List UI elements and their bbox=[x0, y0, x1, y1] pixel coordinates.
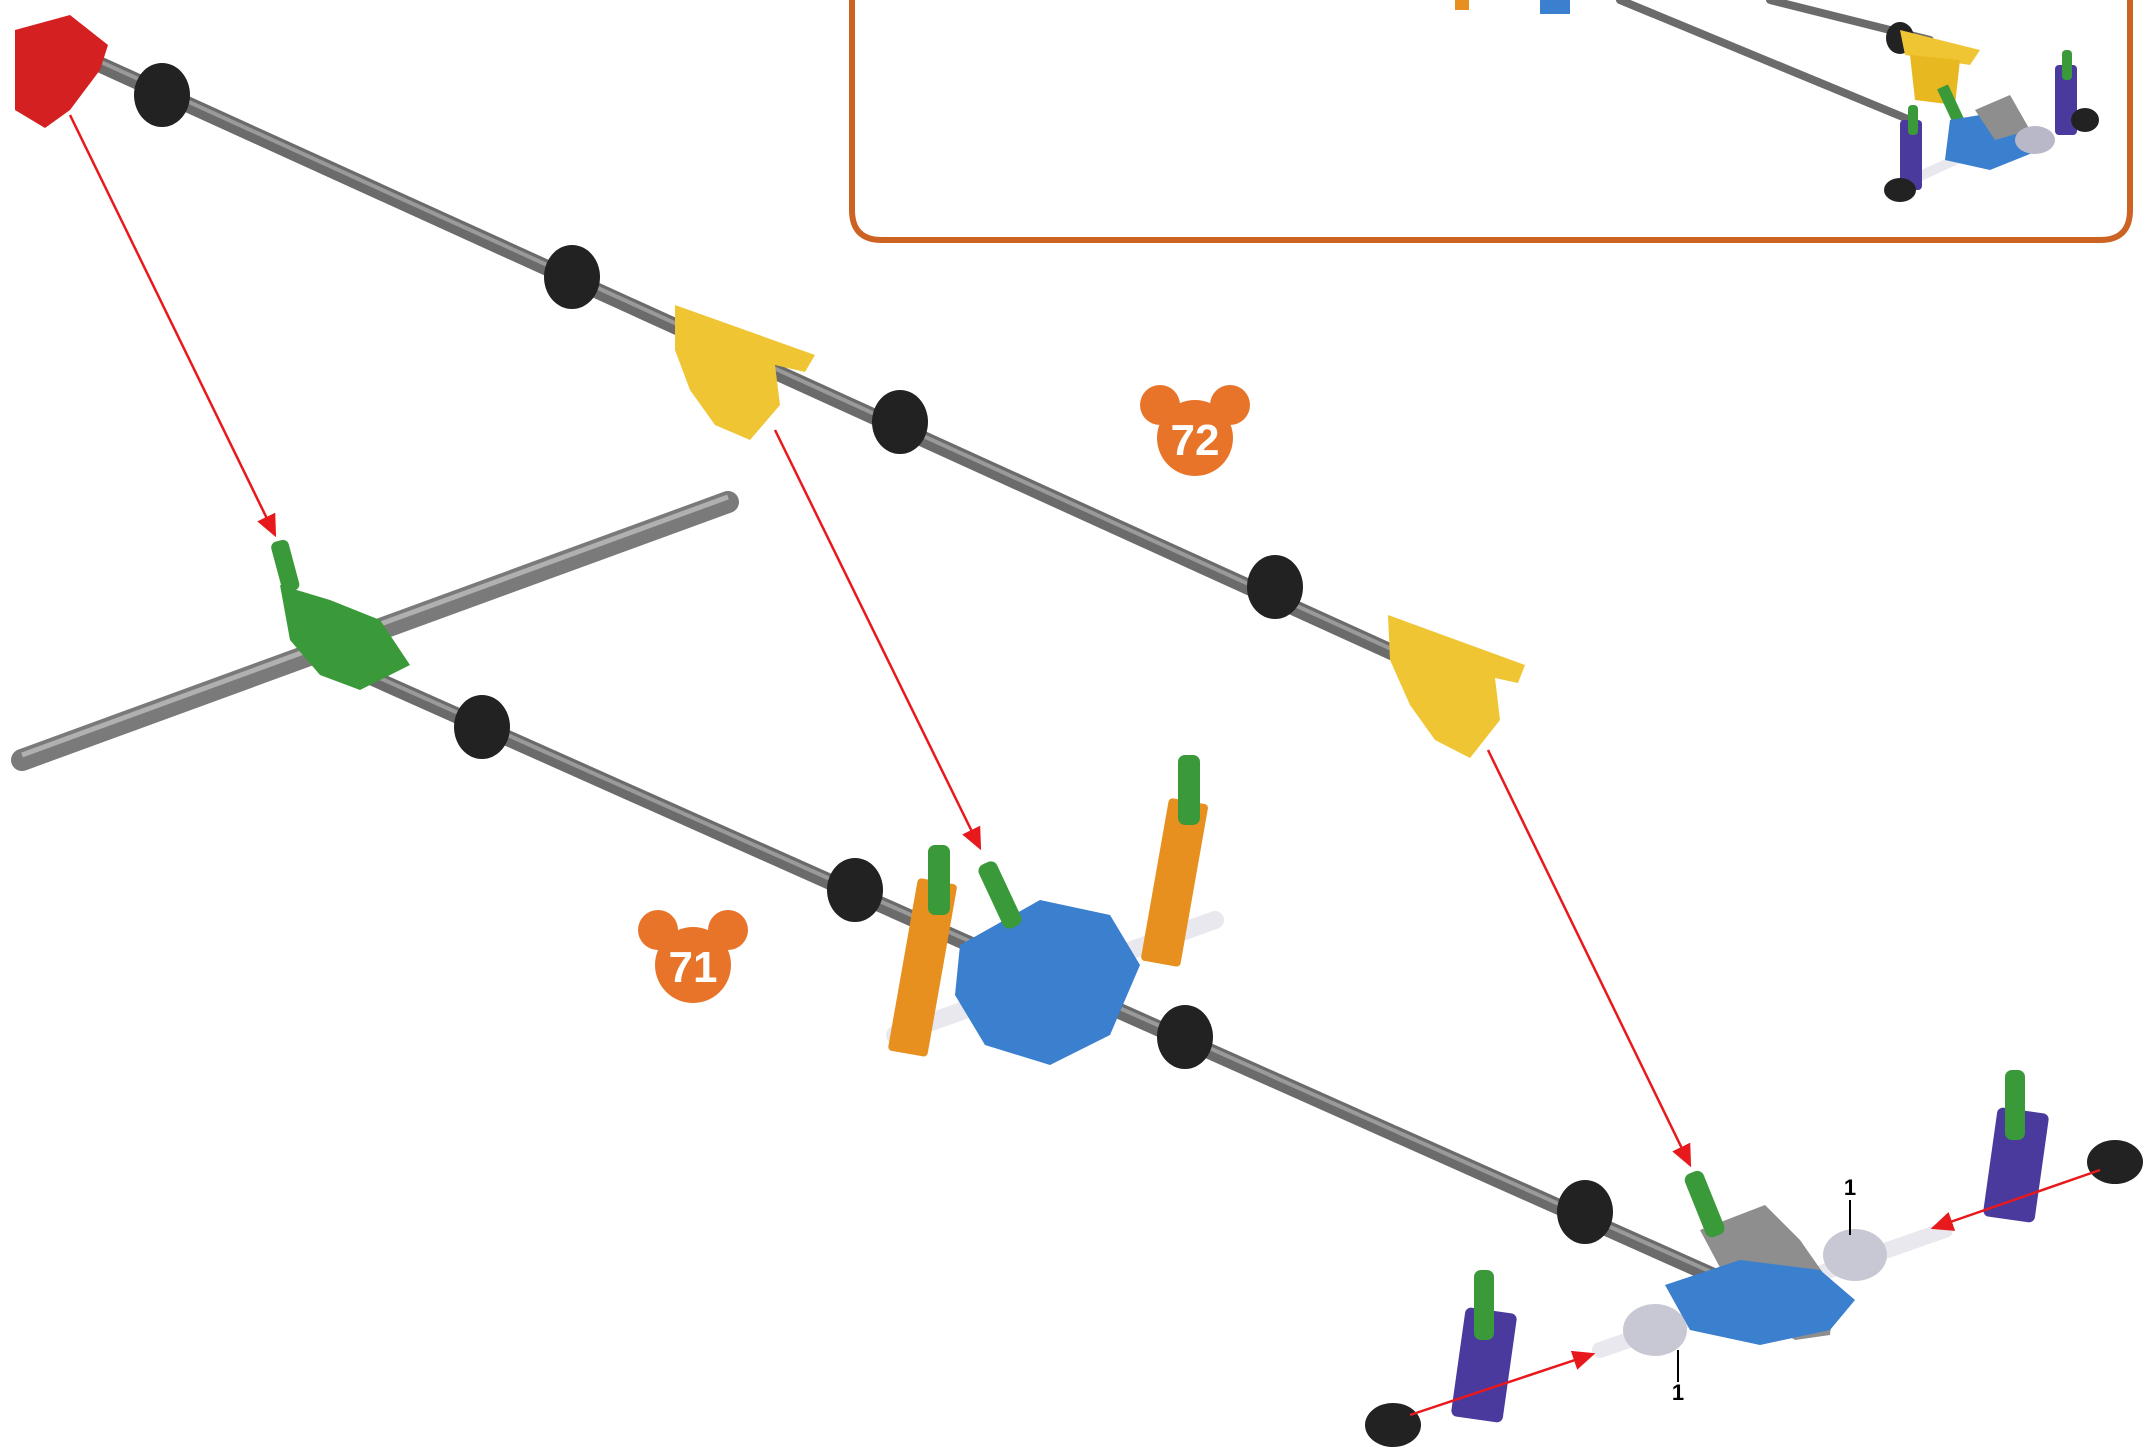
arrow bbox=[773, 429, 982, 851]
orange-connector bbox=[1141, 798, 1208, 967]
blue-hub-connector bbox=[955, 900, 1140, 1065]
orange-connector bbox=[888, 878, 957, 1057]
arrow bbox=[1409, 1350, 1596, 1417]
spacer bbox=[827, 858, 883, 922]
step-badge-72: 72 bbox=[1140, 385, 1250, 476]
red-connector bbox=[15, 15, 108, 128]
white-spacer bbox=[1623, 1304, 1687, 1356]
connectors bbox=[15, 15, 2049, 1423]
end-cap bbox=[1365, 1403, 1421, 1447]
end-cap bbox=[2087, 1140, 2143, 1184]
green-pin bbox=[1178, 755, 1200, 825]
green-pin bbox=[1684, 1170, 1725, 1238]
spacer bbox=[1157, 1005, 1213, 1069]
green-pin bbox=[928, 845, 950, 915]
spacer bbox=[1247, 555, 1303, 619]
purple-connector bbox=[1451, 1307, 1517, 1423]
spacer bbox=[454, 695, 510, 759]
callout-left-label: 1 bbox=[1672, 1380, 1684, 1405]
spacer bbox=[134, 63, 190, 127]
green-pin bbox=[1474, 1270, 1494, 1340]
inset-border bbox=[849, 0, 2133, 243]
black-spacers bbox=[134, 63, 2143, 1447]
spacer bbox=[544, 245, 600, 309]
spacer bbox=[1557, 1180, 1613, 1244]
arrow bbox=[68, 114, 277, 538]
inset-panel bbox=[849, 0, 2133, 243]
green-pin bbox=[271, 539, 300, 593]
green-connector bbox=[280, 585, 410, 690]
assembly-arrows bbox=[68, 114, 2101, 1417]
spacer bbox=[872, 390, 928, 454]
step-number: 71 bbox=[669, 943, 718, 992]
yellow-connector bbox=[1388, 615, 1525, 758]
arrow bbox=[1930, 1168, 2101, 1231]
blue-connector bbox=[1665, 1260, 1855, 1345]
step-badge-71: 71 bbox=[638, 910, 748, 1003]
rods bbox=[11, 52, 1953, 1358]
yellow-connector bbox=[675, 305, 815, 440]
green-pin bbox=[2005, 1070, 2025, 1140]
callout-right-label: 1 bbox=[1844, 1175, 1856, 1200]
step-number: 72 bbox=[1171, 416, 1220, 465]
green-pin bbox=[978, 861, 1022, 929]
white-spacer bbox=[1823, 1229, 1887, 1281]
arrow bbox=[1486, 749, 1692, 1168]
